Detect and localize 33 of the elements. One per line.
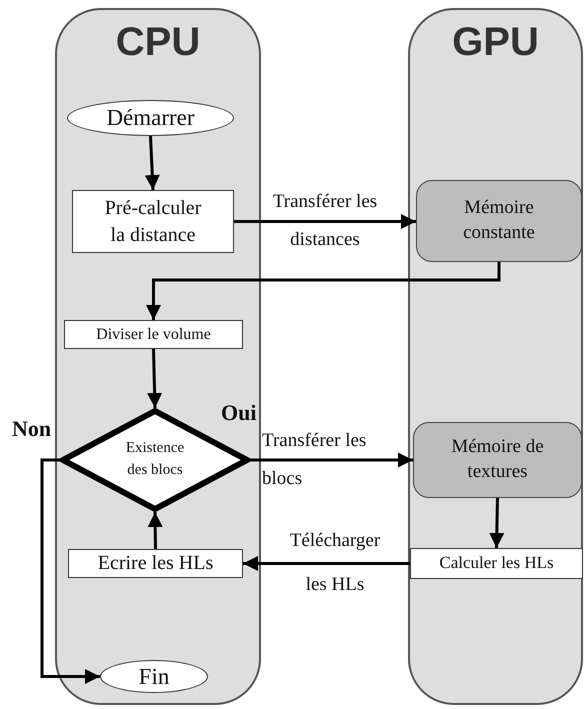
process-box xyxy=(68,549,243,578)
swimlane xyxy=(408,8,583,705)
node-label: Mémoire constante xyxy=(462,196,536,245)
node-label: Démarrer xyxy=(106,105,195,131)
arrow xyxy=(146,262,500,320)
arrow xyxy=(147,348,162,408)
edge-label: Transférer les blocs xyxy=(262,429,368,491)
arrow xyxy=(489,498,504,548)
process-box xyxy=(410,548,583,579)
lane-title: CPU xyxy=(116,20,200,65)
branch-label: Oui xyxy=(221,400,256,426)
node-label: Diviser le volume xyxy=(96,324,211,345)
arrow xyxy=(243,556,410,571)
node-label: Existence des blocs xyxy=(124,439,186,480)
node-label: Calculer les HLs xyxy=(439,552,554,574)
process-box xyxy=(64,320,243,349)
arrow xyxy=(144,136,160,190)
process-box xyxy=(72,190,234,253)
edge-label: Télécharger les HLs xyxy=(288,529,382,597)
node-label: Pré-calculer la distance xyxy=(104,196,202,248)
arrow xyxy=(250,452,413,468)
arrow xyxy=(40,458,100,684)
arrow xyxy=(148,512,163,550)
memory-box xyxy=(413,422,582,498)
memory-box xyxy=(416,180,582,262)
node-label: Mémoire de textures xyxy=(450,435,545,484)
node-label: Ecrire les HLs xyxy=(98,551,214,576)
swimlane xyxy=(55,8,261,705)
edge-label: Non xyxy=(12,418,52,440)
lane-title: GPU xyxy=(452,20,539,65)
edge-label: Transférer les distances xyxy=(272,190,378,252)
arrow xyxy=(234,214,416,229)
node-label: Fin xyxy=(138,664,170,690)
